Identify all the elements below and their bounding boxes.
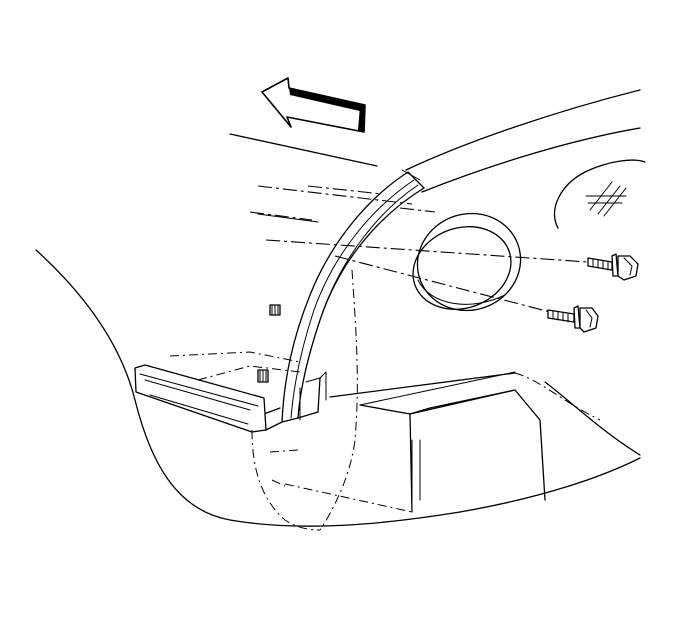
vehicle-quarter-panel [35,159,646,527]
hex-flange-bolt-icon [547,305,599,333]
lower-body-structure [251,269,601,531]
stud-upper [269,304,281,316]
vent-hatch-icon [585,181,627,217]
lower-fascia-support [134,351,301,433]
stud-lower [257,369,269,383]
lamp-opening [412,212,522,312]
arrow-left-icon [261,77,366,133]
fascia-retainer-bracket [263,169,425,431]
hex-flange-bolt-icon [587,253,639,281]
alignment-lines [249,185,589,313]
vehicle-body-upper [229,89,641,193]
